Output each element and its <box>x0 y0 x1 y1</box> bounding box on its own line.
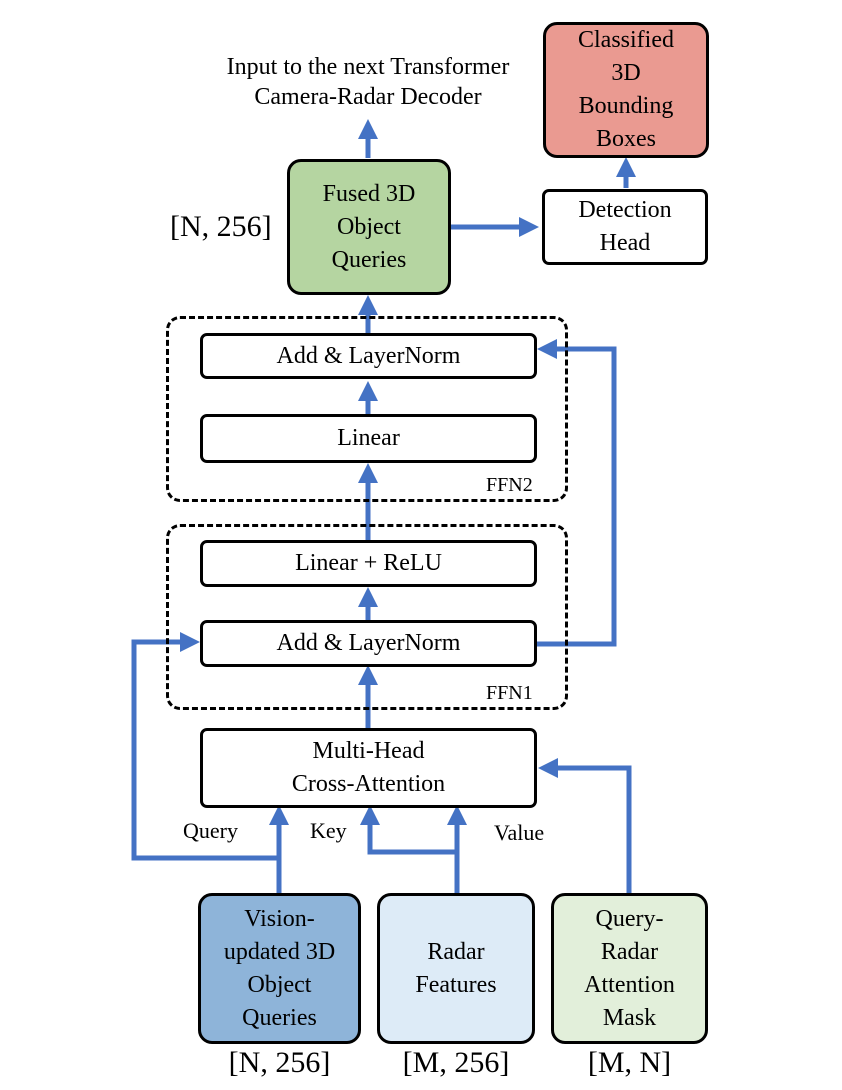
detection-head-node: Detection Head <box>542 189 708 265</box>
ffn2-add-norm-node: Add & LayerNorm <box>200 333 537 379</box>
cross-attention-node: Multi-Head Cross-Attention <box>200 728 537 808</box>
fused-queries-dim: [N, 256] <box>170 210 272 243</box>
attention-mask-dim: [M, N] <box>587 1046 672 1079</box>
arrow-residual-ffn <box>536 339 617 647</box>
ffn2-linear-node: Linear <box>200 414 537 463</box>
ffn2-group <box>166 316 568 502</box>
classified-boxes-node: Classified 3D Bounding Boxes <box>543 22 709 158</box>
arrow-radar-to-key <box>360 804 457 855</box>
ffn2-label: FFN2 <box>486 474 533 496</box>
ffn1-add-norm-node: Add & LayerNorm <box>200 620 537 667</box>
radar-features-dim: [M, 256] <box>402 1046 510 1079</box>
value-label: Value <box>494 820 545 845</box>
next-decoder-label: Input to the next Transformer Camera-Rad… <box>226 54 510 110</box>
key-label: Key <box>310 818 347 843</box>
ffn1-group <box>166 524 568 710</box>
fused-queries-node: Fused 3D Object Queries <box>287 159 451 295</box>
ffn1-label: FFN1 <box>486 682 533 704</box>
attention-mask-node: Query- Radar Attention Mask <box>551 893 708 1044</box>
arrow-mask-to-attention <box>537 758 632 893</box>
vision-queries-node: Vision- updated 3D Object Queries <box>198 893 361 1044</box>
vision-queries-dim: [N, 256] <box>228 1046 331 1079</box>
query-label: Query <box>183 818 238 843</box>
radar-features-node: Radar Features <box>377 893 535 1044</box>
ffn1-linear-relu-node: Linear + ReLU <box>200 540 537 587</box>
arrow-query-residual <box>131 632 279 861</box>
